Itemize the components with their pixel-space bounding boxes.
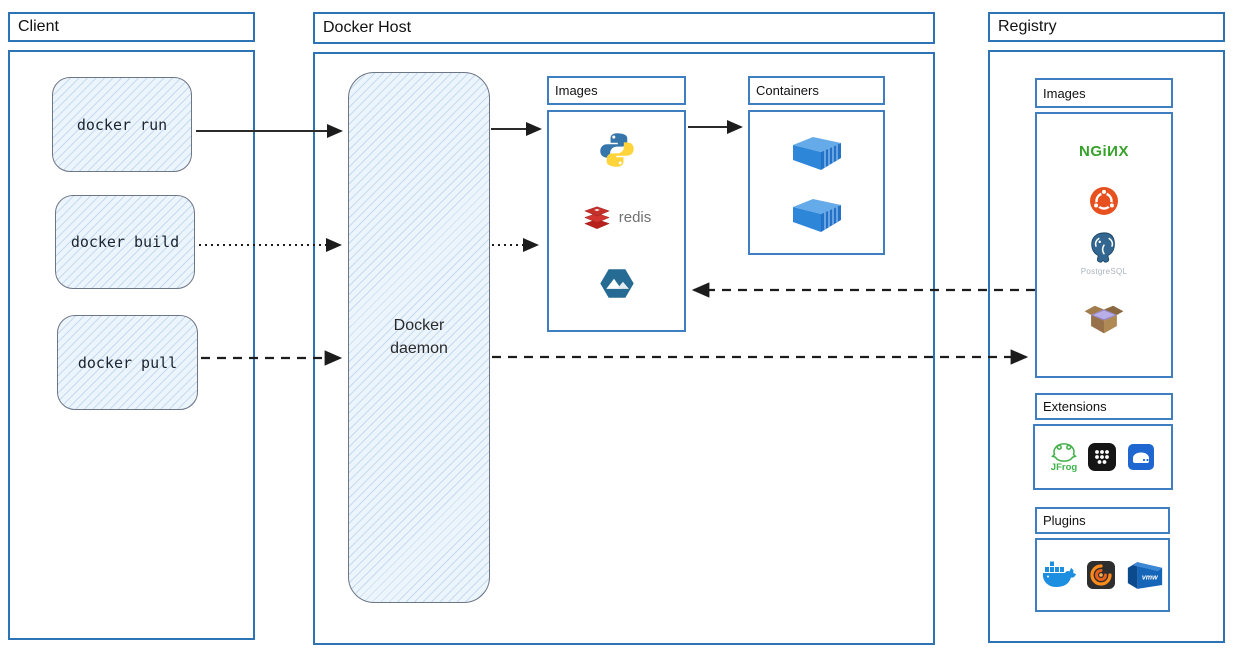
ubuntu-icon <box>1090 187 1118 215</box>
docker-daemon-box: Docker daemon <box>348 72 490 603</box>
registry-images-panel: NGiИX <box>1035 112 1173 378</box>
app-grid-icon <box>1088 443 1117 471</box>
container-icon <box>792 137 841 170</box>
registry-images-header: Images <box>1035 78 1173 108</box>
docker-build-label: docker build <box>70 233 180 251</box>
postgresql-icon <box>1091 232 1115 263</box>
plugins-panel: vmw <box>1035 538 1170 612</box>
registry-images-header-label: Images <box>1043 85 1086 101</box>
docker-pull-label: docker pull <box>77 353 178 372</box>
host-title-box: Docker Host <box>313 12 935 44</box>
redis-icon <box>584 206 610 229</box>
plugins-header-label: Plugins <box>1043 513 1086 528</box>
container-icon <box>792 199 841 232</box>
client-title: Client <box>18 18 59 35</box>
jfrog-logo: JFrog <box>1051 442 1077 473</box>
containers-panel <box>748 110 885 255</box>
host-images-panel: redis <box>547 110 686 332</box>
registry-title: Registry <box>998 18 1057 35</box>
nginx-icon: NGiИX <box>1079 143 1129 160</box>
docker-run-label: docker run <box>76 115 168 134</box>
docker-pull-box: docker pull <box>57 315 198 410</box>
redis-label: redis <box>618 209 652 226</box>
docker-run-box: docker run <box>52 77 192 172</box>
jfrog-label: JFrog <box>1050 461 1078 473</box>
extensions-header: Extensions <box>1035 393 1173 420</box>
busybox-icon <box>1084 305 1124 334</box>
drive-icon <box>1128 444 1155 470</box>
extensions-header-label: Extensions <box>1043 399 1107 414</box>
docker-build-box: docker build <box>55 195 195 289</box>
postgresql-logo: PostgreSQL <box>1081 230 1128 276</box>
jfrog-icon <box>1051 442 1077 462</box>
grafana-icon <box>1086 561 1115 589</box>
plugins-header: Plugins <box>1035 507 1170 534</box>
containers-header: Containers <box>748 76 885 105</box>
containers-header-label: Containers <box>756 83 819 98</box>
docker-daemon-label: Docker daemon <box>390 317 448 357</box>
vmware-label: vmw <box>1141 573 1157 581</box>
vmware-icon: vmw <box>1127 561 1162 589</box>
client-title-box: Client <box>8 12 255 42</box>
extensions-panel: JFrog <box>1033 424 1173 490</box>
alpine-icon <box>599 269 634 298</box>
registry-title-box: Registry <box>988 12 1225 42</box>
python-icon <box>599 133 634 167</box>
postgresql-label: PostgreSQL <box>1080 267 1128 276</box>
host-title: Docker Host <box>323 19 412 36</box>
host-images-header-label: Images <box>555 83 598 98</box>
host-images-header: Images <box>547 76 686 105</box>
docker-whale-icon <box>1042 561 1076 587</box>
